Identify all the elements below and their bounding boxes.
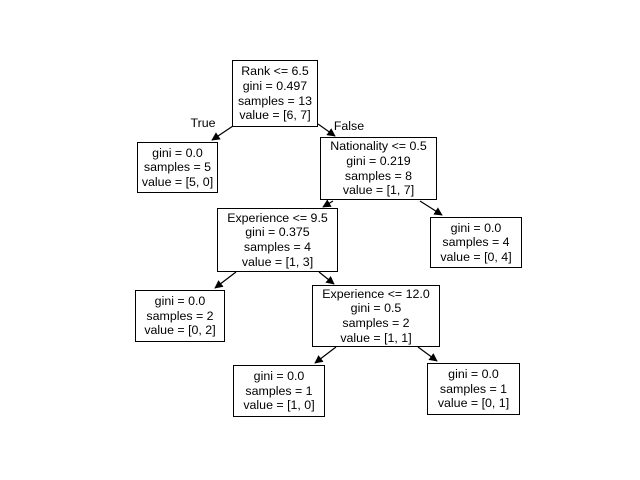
edge-root-true-arrow bbox=[211, 125, 234, 141]
tree-node-root-rank: Rank <= 6.5 gini = 0.497 samples = 13 va… bbox=[232, 60, 318, 127]
node-condition: Experience <= 12.0 bbox=[322, 286, 430, 301]
edge-exp95-right-arrow bbox=[318, 271, 335, 285]
node-samples: samples = 8 bbox=[344, 168, 413, 183]
node-gini: gini = 0.0 bbox=[253, 369, 305, 384]
tree-node-leaf-0-2: gini = 0.0 samples = 2 value = [0, 2] bbox=[135, 290, 225, 342]
node-value: value = [0, 4] bbox=[440, 249, 512, 264]
node-samples: samples = 2 bbox=[146, 308, 214, 323]
node-gini: gini = 0.5 bbox=[350, 301, 402, 316]
tree-node-leaf-1-0: gini = 0.0 samples = 1 value = [1, 0] bbox=[233, 365, 325, 417]
node-gini: gini = 0.0 bbox=[450, 220, 502, 235]
node-condition: Rank <= 6.5 bbox=[241, 64, 309, 79]
edge-root-false-arrow bbox=[317, 123, 336, 137]
tree-node-nationality: Nationality <= 0.5 gini = 0.219 samples … bbox=[320, 137, 437, 200]
edge-label-true: True bbox=[190, 116, 216, 130]
node-samples: samples = 4 bbox=[442, 235, 510, 250]
node-samples: samples = 5 bbox=[143, 160, 212, 175]
node-samples: samples = 13 bbox=[237, 93, 313, 108]
node-gini: gini = 0.375 bbox=[245, 225, 310, 240]
node-samples: samples = 2 bbox=[342, 316, 410, 330]
node-samples: samples = 1 bbox=[439, 381, 508, 396]
tree-node-experience-12-0: Experience <= 12.0 gini = 0.5 samples = … bbox=[312, 285, 440, 347]
node-value: value = [1, 3] bbox=[241, 254, 314, 269]
tree-node-experience-9-5: Experience <= 9.5 gini = 0.375 samples =… bbox=[217, 208, 338, 272]
node-condition: Nationality <= 0.5 bbox=[330, 139, 427, 154]
node-gini: gini = 0.0 bbox=[154, 294, 206, 309]
node-gini: gini = 0.497 bbox=[242, 78, 308, 93]
node-gini: gini = 0.0 bbox=[448, 367, 499, 382]
node-gini: gini = 0.0 bbox=[152, 145, 203, 160]
node-value: value = [1, 1] bbox=[340, 330, 412, 345]
node-value: value = [5, 0] bbox=[141, 174, 214, 189]
node-gini: gini = 0.219 bbox=[346, 153, 411, 168]
tree-node-leaf-0-4: gini = 0.0 samples = 4 value = [0, 4] bbox=[430, 217, 522, 268]
edge-nationality-left-arrow bbox=[322, 199, 334, 208]
node-value: value = [0, 1] bbox=[437, 396, 510, 411]
edge-exp12-right-arrow bbox=[417, 346, 438, 362]
node-value: value = [1, 7] bbox=[342, 183, 415, 198]
node-condition: Experience <= 9.5 bbox=[227, 210, 328, 225]
node-value: value = [0, 2] bbox=[144, 323, 216, 338]
edge-nationality-right-arrow bbox=[419, 200, 443, 216]
tree-node-leaf-0-1: gini = 0.0 samples = 1 value = [0, 1] bbox=[427, 363, 520, 415]
edge-exp12-left-arrow bbox=[314, 346, 337, 364]
node-samples: samples = 1 bbox=[245, 383, 313, 398]
node-value: value = [6, 7] bbox=[239, 108, 311, 123]
tree-node-leaf-5-0: gini = 0.0 samples = 5 value = [5, 0] bbox=[137, 142, 218, 193]
node-value: value = [1, 0] bbox=[243, 398, 315, 413]
node-samples: samples = 4 bbox=[243, 240, 312, 254]
edge-exp95-left-arrow bbox=[214, 271, 237, 289]
edge-label-false: False bbox=[333, 119, 365, 133]
